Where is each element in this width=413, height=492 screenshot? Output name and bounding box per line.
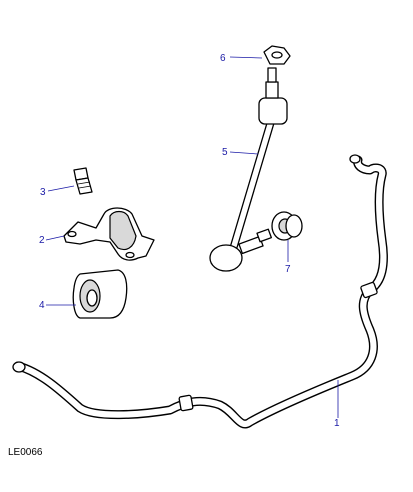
callout-label: 5 — [222, 147, 228, 158]
callout-label: 7 — [285, 264, 291, 275]
drop-link-icon — [209, 67, 288, 272]
callout-label: 3 — [40, 187, 46, 198]
callout-7: 7 — [285, 240, 291, 275]
figure-reference-code: LE0066 — [8, 447, 43, 458]
clamp-bracket-icon — [63, 207, 155, 261]
callout-4: 4 — [39, 300, 76, 311]
bush-icon — [72, 269, 128, 319]
bolt-icon — [73, 167, 93, 195]
callout-label: 6 — [220, 53, 226, 64]
anti-roll-bar-icon — [12, 154, 388, 429]
callout-5: 5 — [222, 147, 259, 158]
callout-label: 1 — [334, 418, 340, 429]
callout-2: 2 — [39, 235, 65, 246]
nut-icon — [263, 45, 291, 65]
callout-label: 2 — [39, 235, 45, 246]
callout-3: 3 — [40, 185, 75, 198]
callout-6: 6 — [220, 53, 263, 64]
callout-label: 4 — [39, 300, 45, 311]
bush-icon — [271, 211, 303, 241]
callout-1: 1 — [334, 380, 340, 429]
